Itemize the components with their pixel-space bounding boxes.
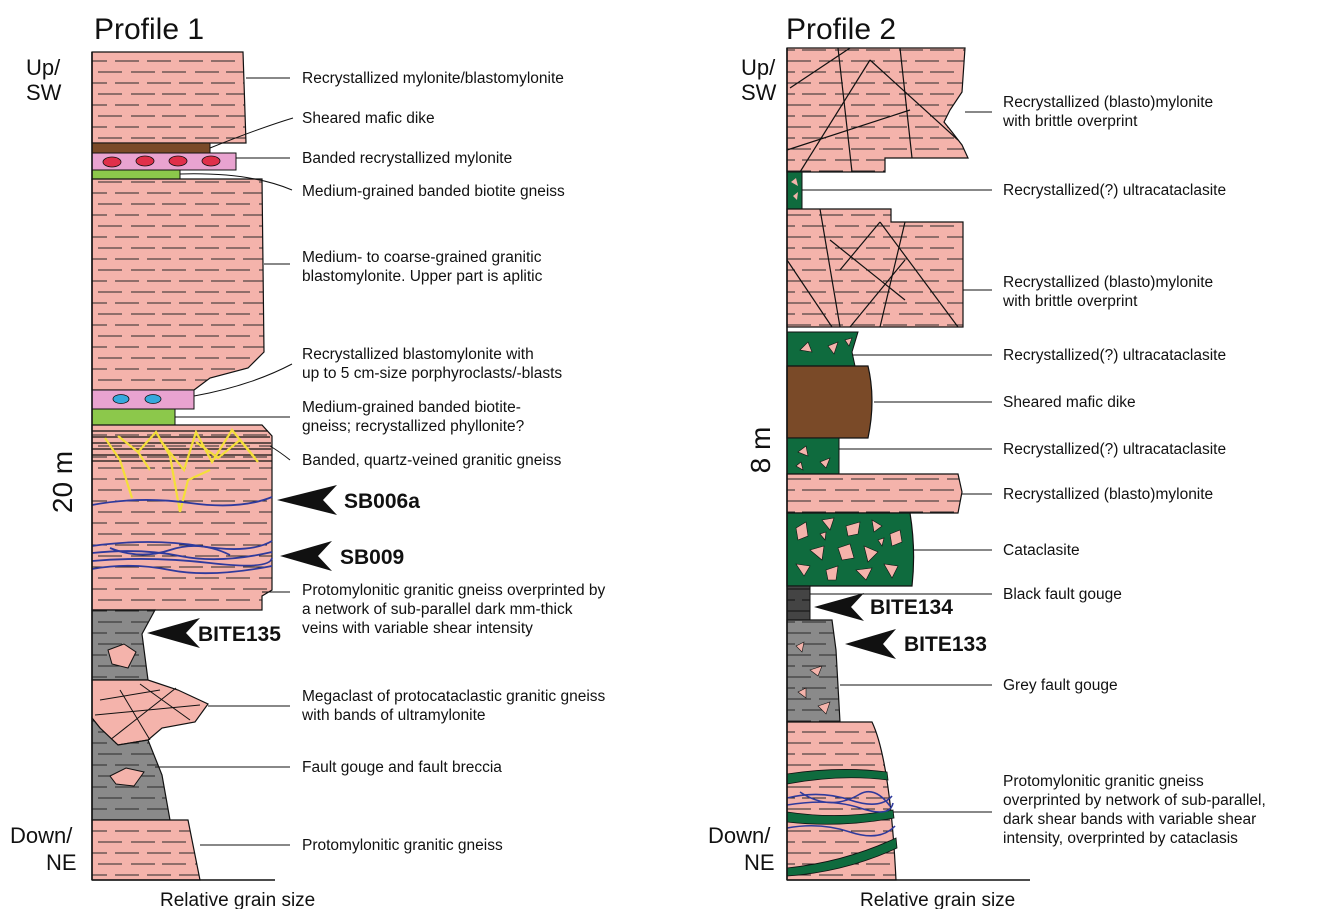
sample-marker-bite135: BITE135	[147, 618, 281, 648]
p1-label-megaclast-2: with bands of ultramylonite	[301, 707, 486, 724]
p2-label-ultracataclasite-1: Recrystallized(?) ultracataclasite	[1003, 182, 1226, 199]
p1-label-biotite-gneiss: Medium-grained banded biotite gneiss	[302, 183, 565, 200]
profile-1-scale-label: 20 m	[47, 451, 78, 513]
profile-2-title: Profile 2	[786, 13, 896, 46]
p2-layer-sheared-mafic-dike	[787, 366, 872, 438]
p2-layer-ultracataclasite-3	[787, 438, 839, 474]
layer-porphyroclast-blastomylonite	[92, 390, 194, 409]
profile-2-scale-label: 8 m	[745, 427, 776, 474]
p1-label-protomylonitic-veins-1: Protomylonitic granitic gneiss overprint…	[302, 582, 605, 599]
arrow-icon	[845, 629, 896, 659]
layer-biotite-gneiss-lower	[92, 409, 175, 425]
p1-label-protomylonitic-veins-2: a network of sub-parallel dark mm-thick	[302, 601, 573, 618]
sample-marker-bite133: BITE133	[845, 629, 987, 659]
p2-label-cataclasite: Cataclasite	[1003, 542, 1080, 559]
layer-recrystallized-mylonite	[92, 52, 246, 143]
p2-label-mylonite-brittle-2b: with brittle overprint	[1002, 293, 1138, 310]
p2-label-mylonite-brittle-1a: Recrystallized (blasto)mylonite	[1003, 94, 1213, 111]
p1-label-protomylonitic-veins-3: veins with variable shear intensity	[302, 620, 533, 637]
profile-1-title: Profile 1	[94, 13, 204, 46]
sample-marker-sb006a: SB006a	[277, 485, 420, 515]
sample-label-sb009: SB009	[340, 546, 404, 569]
sample-label-bite135: BITE135	[198, 623, 281, 646]
sample-marker-sb009: SB009	[280, 541, 404, 571]
arrow-icon	[280, 541, 332, 571]
p1-label-fault-gouge-breccia: Fault gouge and fault breccia	[302, 759, 502, 776]
p1-label-sheared-mafic-dike: Sheared mafic dike	[302, 110, 435, 127]
p1-label-banded-mylonite: Banded recrystallized mylonite	[302, 150, 512, 167]
p1-label-megaclast-1: Megaclast of protocataclastic granitic g…	[302, 688, 606, 705]
layer-sheared-mafic-dike	[92, 143, 210, 153]
profile-1: Profile 1 Up/ SW Down/ NE 20 m	[10, 13, 606, 909]
p2-layer-black-gouge	[787, 586, 810, 620]
p2-label-protomylonitic-3: dark shear bands with variable shear	[1003, 811, 1256, 828]
profile-1-axis-label: Relative grain size	[160, 890, 315, 909]
p2-label-recrystallized-mylonite: Recrystallized (blasto)mylonite	[1003, 486, 1213, 503]
p1-label-recrystallized-mylonite: Recrystallized mylonite/blastomylonite	[302, 70, 564, 87]
p1-label-biotite-phyllonite-2: gneiss; recrystallized phyllonite?	[302, 418, 525, 435]
p2-layer-recrystallized-mylonite	[787, 474, 962, 513]
layer-biotite-gneiss-upper	[92, 170, 180, 179]
p1-label-quartz-veined-gneiss: Banded, quartz-veined granitic gneiss	[302, 452, 562, 469]
profile-1-top-label-line1: Up/	[26, 55, 61, 80]
profile-2-top-label-line2: SW	[741, 80, 777, 105]
profile-1-top-label-line2: SW	[26, 80, 62, 105]
profile-2-top-label-line1: Up/	[741, 55, 776, 80]
p2-label-mylonite-brittle-1b: with brittle overprint	[1002, 113, 1138, 130]
sample-label-sb006a: SB006a	[344, 490, 420, 513]
p2-label-sheared-mafic-dike: Sheared mafic dike	[1003, 394, 1136, 411]
p1-label-biotite-phyllonite-1: Medium-grained banded biotite-	[302, 399, 521, 416]
p2-label-ultracataclasite-2: Recrystallized(?) ultracataclasite	[1003, 347, 1226, 364]
layer-protomylonitic-gneiss-base	[92, 820, 200, 880]
layer-granitic-blastomylonite	[92, 179, 264, 390]
p1-label-granitic-blastomylonite-1: Medium- to coarse-grained granitic	[302, 249, 542, 266]
sample-label-bite134: BITE134	[870, 596, 953, 619]
profile-2-axis-label: Relative grain size	[860, 890, 1015, 909]
p2-label-protomylonitic-1: Protomylonitic granitic gneiss	[1003, 773, 1204, 790]
sample-label-bite133: BITE133	[904, 633, 987, 656]
sample-marker-bite134: BITE134	[814, 593, 953, 621]
p2-label-protomylonitic-2: overprinted by network of sub-parallel,	[1003, 792, 1266, 809]
p2-label-black-fault-gouge: Black fault gouge	[1003, 586, 1122, 603]
p2-label-mylonite-brittle-2a: Recrystallized (blasto)mylonite	[1003, 274, 1213, 291]
arrow-icon	[814, 593, 864, 621]
profile-2-bottom-label-line1: Down/	[708, 823, 771, 848]
p1-label-granitic-blastomylonite-2: blastomylonite. Upper part is aplitic	[302, 268, 543, 285]
profile-2-bottom-label-line2: NE	[744, 850, 775, 875]
p1-label-protomylonitic-gneiss: Protomylonitic granitic gneiss	[302, 837, 503, 854]
layer-megaclast	[92, 680, 208, 745]
p2-label-protomylonitic-4: intensity, overprinted by cataclasis	[1003, 830, 1238, 847]
profile-1-bottom-label-line2: NE	[46, 850, 77, 875]
profile-2: Profile 2 Up/ SW Down/ NE 8 m	[708, 13, 1266, 909]
p2-label-ultracataclasite-3: Recrystallized(?) ultracataclasite	[1003, 441, 1226, 458]
profile-1-bottom-label-line1: Down/	[10, 823, 73, 848]
layer-protomylonitic-gneiss-veined	[92, 425, 272, 610]
p1-label-porphyroclast-2: up to 5 cm-size porphyroclasts/-blasts	[302, 365, 562, 382]
arrow-icon	[277, 485, 337, 515]
p2-layer-mylonite-middle	[787, 209, 963, 327]
p2-label-grey-fault-gouge: Grey fault gouge	[1003, 677, 1118, 694]
p1-label-porphyroclast-1: Recrystallized blastomylonite with	[302, 346, 534, 363]
arrow-icon	[147, 618, 200, 648]
p2-layer-ultracataclasite-2	[787, 332, 858, 366]
p2-layer-ultracataclasite-1	[787, 172, 802, 209]
